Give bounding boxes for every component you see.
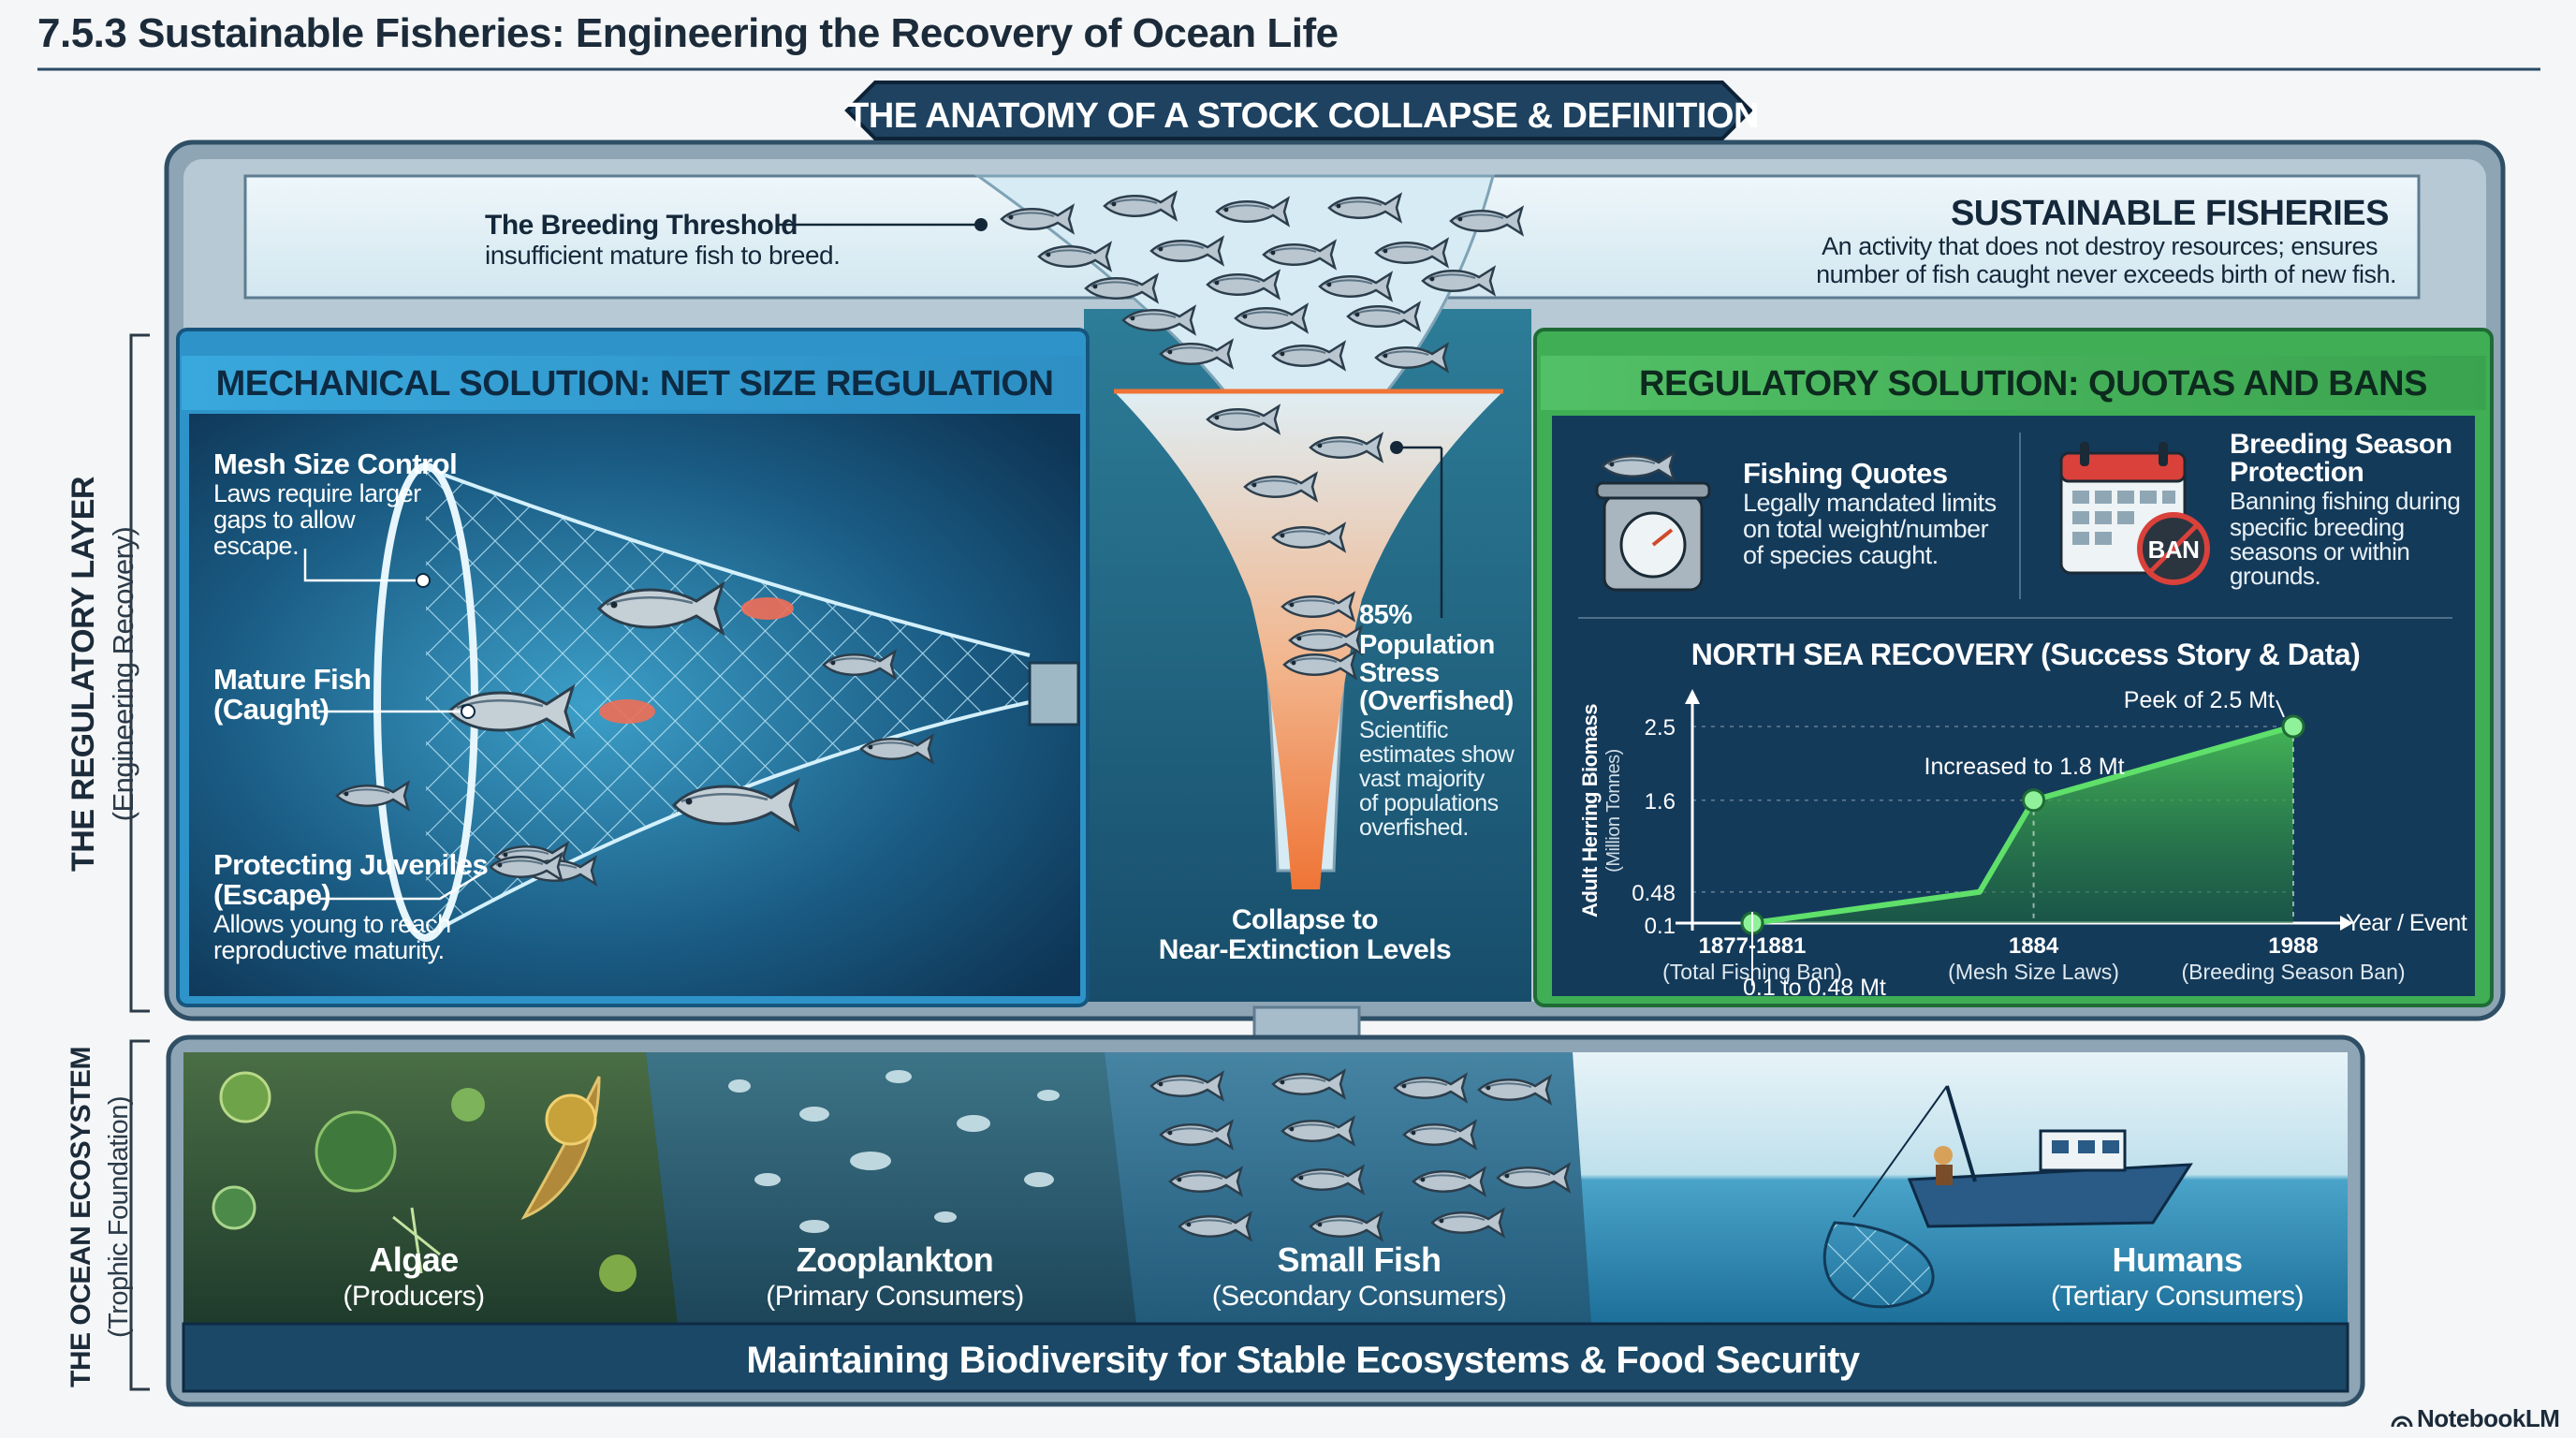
mesh-size-line-2: gaps to allow xyxy=(213,506,356,534)
collapse-line-1: Collapse to xyxy=(1232,904,1378,935)
stress-title-line-3: Stress xyxy=(1359,658,1440,688)
notebooklm-logo-icon xyxy=(2391,1416,2413,1428)
zooplankton-title: Zooplankton xyxy=(797,1240,993,1279)
regulatory-solution-panel: REGULATORY SOLUTION: QUOTAS AND BANS Fis… xyxy=(1533,328,2494,1007)
north-sea-recovery-chart: Adult Herring Biomass (Million Tonnes) Y… xyxy=(1578,687,2467,1001)
fishing-net xyxy=(426,468,1030,936)
breeding-title-line-1: Breeding Season xyxy=(2230,429,2452,460)
breeding-threshold-title: The Breeding Threshold xyxy=(485,210,798,241)
chart-annotation: Increased to 1.8 Mt xyxy=(1925,754,2125,780)
breeding-line-2: specific breeding xyxy=(2230,513,2405,541)
x-axis-label: Year / Event xyxy=(2346,910,2467,936)
definition-title: SUSTAINABLE FISHERIES xyxy=(1951,194,2389,233)
data-point xyxy=(2022,788,2046,813)
x-tick-year: 1884 xyxy=(2009,933,2059,959)
juvenile-title-line-2: (Escape) xyxy=(213,878,330,911)
chart-annotation: Peek of 2.5 Mt xyxy=(2124,687,2275,713)
algae-title: Algae xyxy=(369,1240,459,1279)
breeding-line-4: grounds. xyxy=(2230,562,2320,590)
x-axis-arrow xyxy=(2340,916,2353,931)
juvenile-title-line-1: Protecting Juveniles xyxy=(213,848,488,881)
quota-line-2: on total weight/number xyxy=(1743,515,1989,543)
y-tick-label: 2.5 xyxy=(1645,715,1676,741)
stress-line-5: overfished. xyxy=(1359,814,1469,841)
mesh-size-line-1: Laws require larger xyxy=(213,479,421,507)
mesh-size-title: Mesh Size Control xyxy=(213,448,457,480)
stock-collapse-banner xyxy=(844,81,1753,140)
quota-title: Fishing Quotes xyxy=(1743,457,1948,490)
annotation-leader xyxy=(2276,699,2285,718)
ocean-ecosystem-subtitle: (Trophic Foundation) xyxy=(104,1096,134,1338)
ecosystem-footer: Maintaining Biodiversity for Stable Ecos… xyxy=(746,1340,1861,1381)
humans-title: Humans xyxy=(2112,1240,2242,1279)
mechanical-header: MECHANICAL SOLUTION: NET SIZE REGULATION xyxy=(216,364,1054,404)
juvenile-line-1: Allows young to reach xyxy=(213,910,451,938)
ocean-ecosystem-side-label: THE OCEAN ECOSYSTEM (Trophic Foundation) xyxy=(66,1039,150,1391)
recovery-line xyxy=(1751,724,2294,926)
brand-label: NotebookLM xyxy=(2417,1404,2559,1432)
stress-line-4: of populations xyxy=(1359,790,1499,816)
stress-line-3: vast majority xyxy=(1359,766,1486,792)
x-tick-event: (Breeding Season Ban) xyxy=(2181,960,2405,984)
y-axis-arrow xyxy=(1685,689,1700,704)
y-tick-label: 0.48 xyxy=(1632,881,1676,906)
algae-subtitle: (Producers) xyxy=(343,1281,484,1312)
zooplankton-illustration xyxy=(728,1070,1060,1233)
regulatory-layer-side-label: THE REGULATORY LAYER (Engineering Recove… xyxy=(66,333,150,1013)
page-title: 7.5.3 Sustainable Fisheries: Engineering… xyxy=(37,10,1339,56)
breeding-threshold-marker xyxy=(974,218,988,231)
breeding-line-3: seasons or within xyxy=(2230,537,2409,565)
small-fish-subtitle: (Secondary Consumers) xyxy=(1212,1281,1507,1312)
breeding-threshold-text: insufficient mature fish to breed. xyxy=(485,241,840,270)
mature-fish-line-2: (Caught) xyxy=(213,693,329,726)
humans-subtitle: (Tertiary Consumers) xyxy=(2051,1281,2304,1312)
quota-line-3: of species caught. xyxy=(1743,541,1939,569)
notebooklm-brand: NotebookLM xyxy=(2391,1404,2560,1432)
ban-label: BAN xyxy=(2148,536,2200,564)
x-tick-year: 1988 xyxy=(2268,933,2318,959)
stress-title-line-1: 85% xyxy=(1359,600,1412,630)
juvenile-line-2: reproductive maturity. xyxy=(213,936,445,964)
ocean-ecosystem-title: THE OCEAN ECOSYSTEM xyxy=(66,1047,96,1387)
chart-annotation: 0.1 to 0.48 Mt xyxy=(1743,975,1886,1001)
recovery-area xyxy=(1752,726,2293,923)
mesh-size-line-3: escape. xyxy=(213,532,299,560)
algae-illustration xyxy=(212,1071,637,1292)
fishing-boat-illustration xyxy=(1822,1085,2193,1309)
regulatory-layer-title: THE REGULATORY LAYER xyxy=(66,477,101,872)
regulatory-layer-subtitle: (Engineering Recovery) xyxy=(107,527,139,822)
breeding-title-line-2: Protection xyxy=(2230,457,2364,488)
stress-line-2: estimates show xyxy=(1359,741,1515,768)
definition-line-1: An activity that does not destroy resour… xyxy=(1822,232,2378,260)
breeding-line-1: Banning fishing during xyxy=(2230,487,2460,515)
stock-collapse-banner-label: THE ANATOMY OF A STOCK COLLAPSE & DEFINI… xyxy=(847,96,1759,136)
y-axis-units: (Million Tonnes) xyxy=(1603,749,1624,873)
stress-title-line-2: Population xyxy=(1359,630,1495,660)
y-tick-label: 1.6 xyxy=(1645,789,1676,814)
definition-line-2: number of fish caught never exceeds birt… xyxy=(1816,260,2396,288)
data-point xyxy=(2281,714,2305,739)
stress-line-1: Scientific xyxy=(1359,717,1448,743)
regulatory-header: REGULATORY SOLUTION: QUOTAS AND BANS xyxy=(1639,364,2427,404)
mechanical-solution-panel: MECHANICAL SOLUTION: NET SIZE REGULATION… xyxy=(176,328,1090,1007)
calendar-ban-icon: BAN xyxy=(2059,442,2210,585)
stress-title-line-4: (Overfished) xyxy=(1359,686,1514,716)
y-tick-label: 0.1 xyxy=(1645,914,1676,939)
ocean-ecosystem-panel: Algae (Producers) Zooplankton (Primary C… xyxy=(166,1034,2365,1407)
y-axis-label: Adult Herring Biomass xyxy=(1578,704,1602,917)
mature-fish-line-1: Mature Fish xyxy=(213,663,371,696)
chart-title: NORTH SEA RECOVERY (Success Story & Data… xyxy=(1691,638,2361,671)
scale-icon xyxy=(1595,451,1711,592)
quota-line-1: Legally mandated limits xyxy=(1743,489,1997,517)
zooplankton-subtitle: (Primary Consumers) xyxy=(766,1281,1024,1312)
small-fish-title: Small Fish xyxy=(1277,1240,1441,1279)
x-tick-event: (Mesh Size Laws) xyxy=(1948,960,2119,984)
net-codend xyxy=(1028,661,1080,726)
collapse-line-2: Near-Extinction Levels xyxy=(1159,934,1451,965)
